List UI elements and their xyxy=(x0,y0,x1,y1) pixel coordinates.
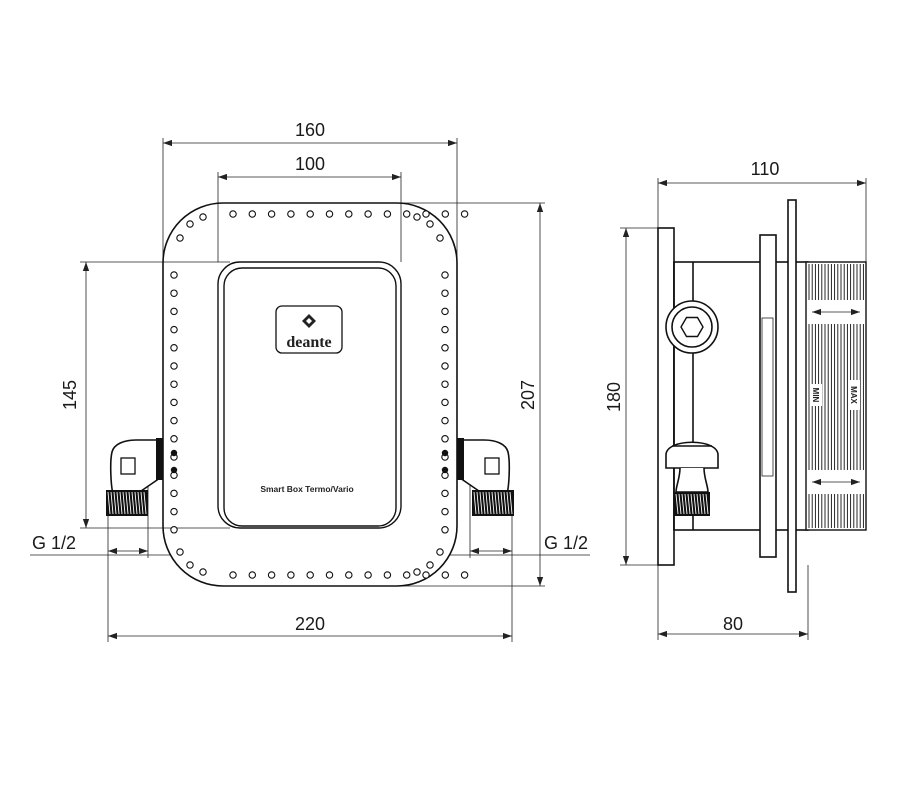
mounting-hole xyxy=(325,210,334,218)
dimension-lines xyxy=(82,139,544,640)
dim-total-depth: 110 xyxy=(751,159,780,179)
mounting-hole xyxy=(287,571,295,579)
mounting-hole xyxy=(229,210,237,218)
mounting-hole xyxy=(441,380,449,388)
dim-side-height: 180 xyxy=(604,382,624,412)
side-upper-nut xyxy=(665,300,719,354)
front-plate xyxy=(787,199,797,593)
side-lower-connector xyxy=(665,441,719,516)
left-inlet-bracket xyxy=(109,438,178,501)
mounting-hole xyxy=(267,571,276,579)
mounting-hole xyxy=(441,435,449,443)
mounting-hole xyxy=(170,344,178,352)
back-plate xyxy=(657,227,675,566)
mounting-hole xyxy=(426,561,434,569)
mounting-hole xyxy=(170,416,178,425)
mounting-hole xyxy=(176,234,184,242)
front-view: 160 100 220 145 207 G 1/2 G 1/2 deante S… xyxy=(30,120,590,642)
mounting-hole xyxy=(364,210,372,218)
mounting-hole xyxy=(436,548,444,556)
mounting-hole xyxy=(441,489,449,498)
mounting-holes xyxy=(170,210,469,579)
mounting-hole xyxy=(170,398,178,407)
mounting-hole xyxy=(325,571,334,579)
deante-logo: deante xyxy=(275,305,343,354)
mounting-hole xyxy=(441,362,449,370)
mounting-hole xyxy=(402,571,411,579)
mounting-hole xyxy=(441,526,449,534)
mounting-hole xyxy=(267,210,276,218)
mounting-hole xyxy=(441,571,450,579)
mounting-hole xyxy=(170,526,178,534)
cover-plate-shadow xyxy=(217,261,402,529)
mounting-hole xyxy=(460,210,469,218)
logo-text: deante xyxy=(286,334,331,351)
mounting-hole xyxy=(441,398,449,407)
mounting-hole xyxy=(383,571,392,579)
mounting-hole xyxy=(441,507,449,516)
left-inlet-connector xyxy=(106,490,148,516)
mounting-hole xyxy=(436,234,444,242)
mounting-hole xyxy=(402,210,411,218)
flange-slot xyxy=(761,317,774,477)
mounting-hole xyxy=(422,210,430,218)
mounting-hole xyxy=(441,210,450,218)
mounting-hole xyxy=(170,307,178,316)
scale-min-label: MIN xyxy=(811,388,820,403)
mounting-hole xyxy=(170,507,178,516)
dim-inner-height: 145 xyxy=(60,380,80,410)
mounting-hole xyxy=(426,220,434,228)
mounting-hole xyxy=(186,220,194,228)
mounting-hole xyxy=(364,571,372,579)
mounting-hole xyxy=(248,210,257,218)
dim-thread-right: G 1/2 xyxy=(544,533,588,553)
dim-inner-width: 100 xyxy=(295,154,325,174)
dim-thread-left: G 1/2 xyxy=(32,533,76,553)
mounting-hole xyxy=(186,561,194,569)
mounting-hole xyxy=(170,380,178,388)
side-dimension-lines xyxy=(622,179,866,638)
mounting-hole xyxy=(441,289,449,297)
mounting-hole xyxy=(422,571,430,579)
mounting-hole xyxy=(170,435,178,443)
dim-outer-height: 207 xyxy=(518,380,538,410)
mounting-hole xyxy=(287,210,295,218)
mounting-hole xyxy=(345,210,353,218)
mounting-hole xyxy=(229,571,237,579)
dim-overall-width: 220 xyxy=(295,614,325,634)
mounting-hole xyxy=(345,571,353,579)
dim-body-depth: 80 xyxy=(723,614,743,634)
mounting-hole xyxy=(170,289,178,297)
mounting-flange xyxy=(759,234,777,558)
box-outer-frame xyxy=(162,202,458,587)
product-label: Smart Box Termo/Vario xyxy=(260,484,353,494)
mounting-hole xyxy=(248,571,257,579)
mounting-hole xyxy=(441,416,449,425)
mounting-hole xyxy=(441,307,449,316)
mounting-hole xyxy=(170,271,178,279)
mounting-hole xyxy=(199,568,207,576)
mounting-hole xyxy=(441,344,449,352)
mounting-hole xyxy=(176,548,184,556)
mounting-hole xyxy=(413,213,421,221)
mounting-hole xyxy=(306,210,314,218)
right-inlet-connector xyxy=(472,490,514,516)
scale-max-label: MAX xyxy=(849,386,858,404)
ribbed-extension: MIN MAX xyxy=(805,261,867,531)
mounting-hole xyxy=(441,271,449,279)
mounting-hole xyxy=(306,571,314,579)
mounting-hole xyxy=(170,325,178,334)
mounting-hole xyxy=(413,568,421,576)
dim-outer-width: 160 xyxy=(295,120,325,140)
mounting-hole xyxy=(460,571,469,579)
mounting-hole xyxy=(170,489,178,498)
mounting-hole xyxy=(170,362,178,370)
mounting-hole xyxy=(441,325,449,334)
cover-plate xyxy=(223,267,397,527)
mounting-hole xyxy=(383,210,392,218)
side-view: 110 80 180 MIN MAX xyxy=(604,159,867,640)
mounting-hole xyxy=(199,213,207,221)
